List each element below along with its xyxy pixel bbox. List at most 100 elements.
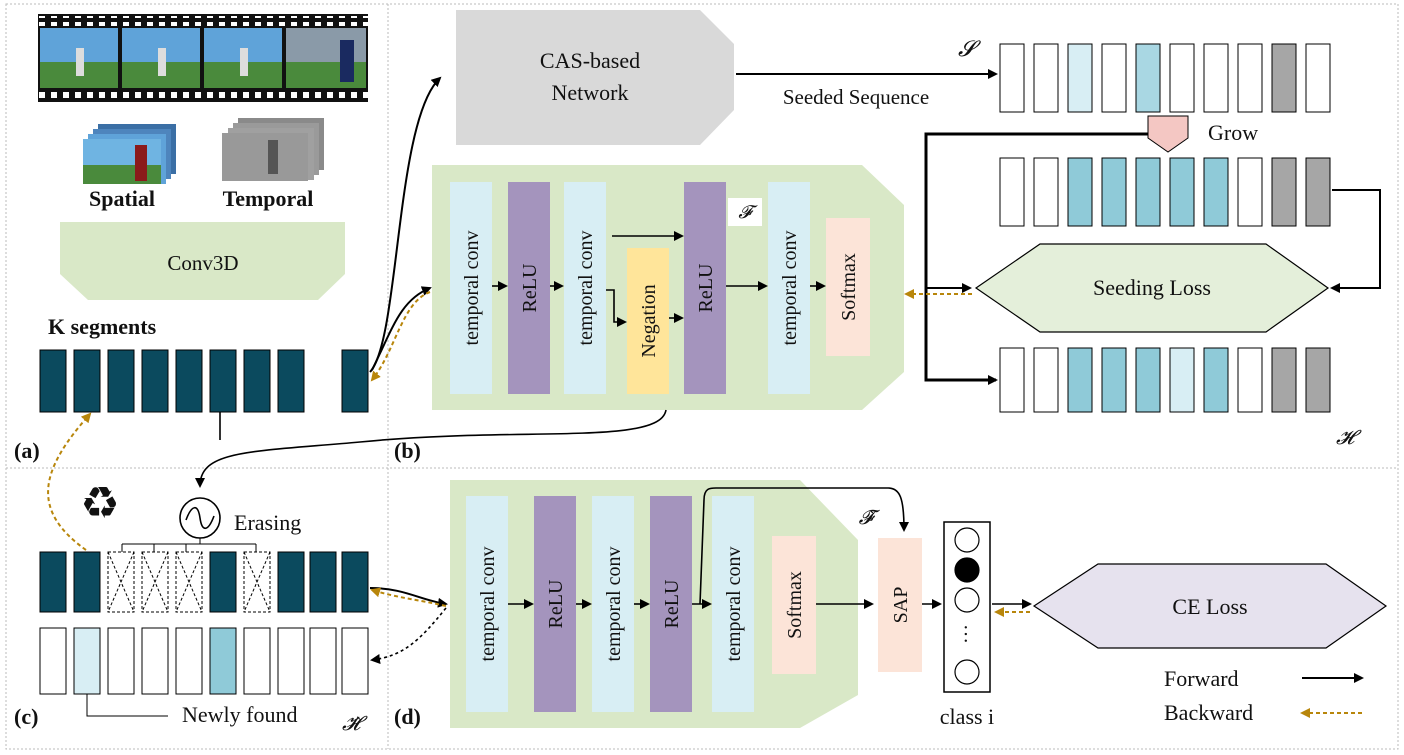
spatial-stream-icon [83,124,176,184]
cell [209,627,237,695]
loss-feed-line [1330,189,1381,293]
cell [1135,347,1161,413]
class-label: class i [940,704,994,729]
layer-label: ReLU [519,263,541,312]
h-hat-row [39,627,369,695]
spatial-label: Spatial [89,186,155,211]
cell [39,627,67,695]
ce-loss-block: CE Loss [1032,563,1388,649]
video-frame [40,28,118,88]
layer-label: temporal conv [603,547,625,662]
legend-forward-label: Forward [1164,666,1239,691]
layer-label: ReLU [661,579,683,628]
segment [73,349,101,413]
cell [1135,43,1161,113]
newly-found-label: Newly found [182,702,297,727]
cell [341,627,369,695]
segment [209,551,237,613]
cas-label-line2: Network [552,80,629,105]
k-segments-label: K segments [48,314,157,339]
layer-temporal-conv [592,496,634,712]
layer-softmax [826,218,870,356]
panel-borders [5,3,1399,750]
erased-segment [141,551,169,613]
f-symbol-box [728,198,762,226]
cell [1033,347,1059,413]
cell [999,43,1025,113]
cell [1305,43,1331,113]
layer-relu [534,496,576,712]
conv3d-block: Conv3D [60,222,345,300]
layer-relu [508,182,550,394]
erased-segment [107,551,135,613]
segment [243,349,271,413]
segment [39,551,67,613]
grown-sequence-row [999,157,1331,227]
cell [141,627,169,695]
cell [107,627,135,695]
cell [1237,347,1263,413]
arrow-segments-to-b [371,286,432,371]
backward-recycle-arrow [47,412,92,551]
cell [1169,347,1195,413]
layer-temporal-conv [768,182,810,394]
layer-label: temporal conv [575,231,597,346]
cell [1067,347,1093,413]
cell [1203,347,1229,413]
cell [1203,157,1229,227]
h-hat-symbol: 𝓗̀ [342,713,368,735]
newly-found-pointer [86,694,168,717]
cell [1237,43,1263,113]
network-d-arrows [508,487,909,609]
erased-segment [175,551,203,613]
cell [243,627,271,695]
ellipsis: … [950,624,972,644]
segment [341,551,369,613]
layer-temporal-conv [466,496,508,712]
seed-symbol: 𝓢 [958,36,981,61]
network-b-arrows [492,231,826,327]
cell [1237,157,1263,227]
cell [1101,347,1127,413]
sap-label: SAP [890,587,912,624]
dotted-d-to-h-hat [370,607,447,664]
arrow-to-cas [369,76,442,373]
segment [277,551,305,613]
layer-negation [627,248,669,394]
layer-label: ReLU [695,263,717,312]
erased-segment [243,551,271,613]
h-sequence-row [999,347,1331,413]
cell [1203,43,1229,113]
segment [209,349,237,413]
sap-block: SAP [878,538,922,672]
seeded-sequence-label: Seeded Sequence [783,85,929,109]
seeding-loss-block: Seeding Loss [974,243,1330,333]
cell [1305,157,1331,227]
conv3d-label: Conv3D [167,251,238,275]
legend: Forward Backward [1164,666,1364,725]
ce-loss-label: CE Loss [1172,594,1247,619]
layer-label: temporal conv [779,231,801,346]
video-frame [286,28,366,88]
grow-label: Grow [1208,120,1258,145]
seeding-loss-label: Seeding Loss [1093,275,1211,300]
erasing-bracket [121,538,257,552]
erasing-operator: Erasing [179,497,301,539]
cell [277,627,305,695]
cell [73,627,101,695]
layer-label: Softmax [838,253,860,321]
cell [1135,157,1161,227]
seeded-sequence-row [999,43,1331,113]
layer-temporal-conv [564,182,606,394]
video-frame [122,28,200,88]
panel-a-label: (a) [14,438,40,463]
network-b: temporal conv ReLU temporal conv Negatio… [432,165,904,410]
layer-relu [650,496,692,712]
temporal-stream-icon [222,118,324,181]
layer-label: ReLU [545,579,567,628]
video-filmstrip [38,14,368,102]
cell [1033,43,1059,113]
cell [1169,157,1195,227]
video-frame [204,28,282,88]
segment [141,349,169,413]
